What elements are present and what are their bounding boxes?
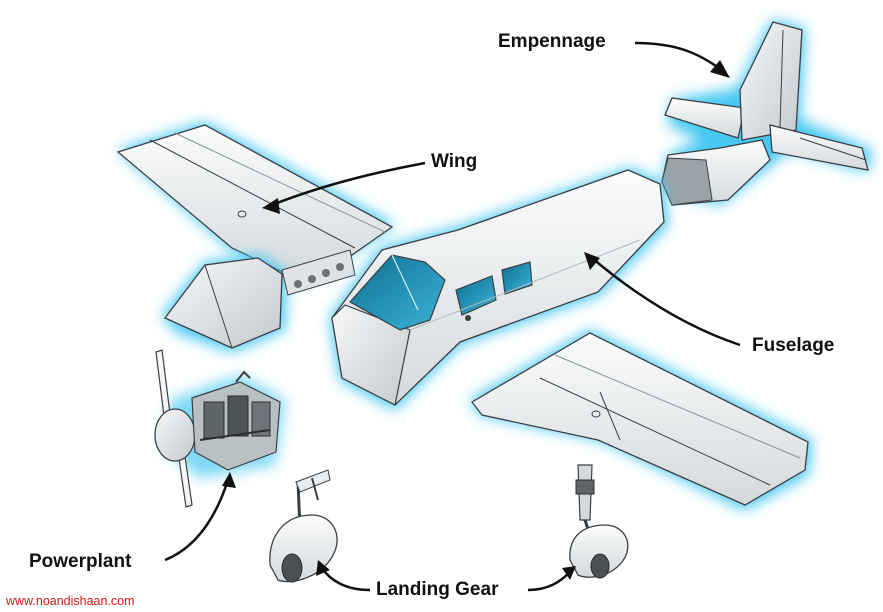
watermark: www.noandishaan.com [6,594,135,608]
label-wing: Wing [431,151,478,172]
landing-gear-right-arrow [527,571,571,592]
powerplant-part [154,349,285,508]
arrow-heads [222,60,730,580]
landing-gear-left-arrow [320,567,371,592]
landing-gear-right-part [569,464,629,579]
powerplant-arrow [164,479,230,562]
label-landing-gear: Landing Gear [376,579,499,600]
wing-arrow [271,161,426,207]
empennage-arrow [634,41,723,72]
wing-right-part [470,330,812,510]
landing-gear-left-part [269,469,338,583]
empennage-part [661,20,872,206]
label-powerplant: Powerplant [29,551,132,572]
fuselage-arrow [591,257,741,347]
label-empennage: Empennage [498,31,606,52]
label-fuselage: Fuselage [752,335,835,356]
wing-left-part [116,122,395,352]
fuselage-part [330,168,668,410]
